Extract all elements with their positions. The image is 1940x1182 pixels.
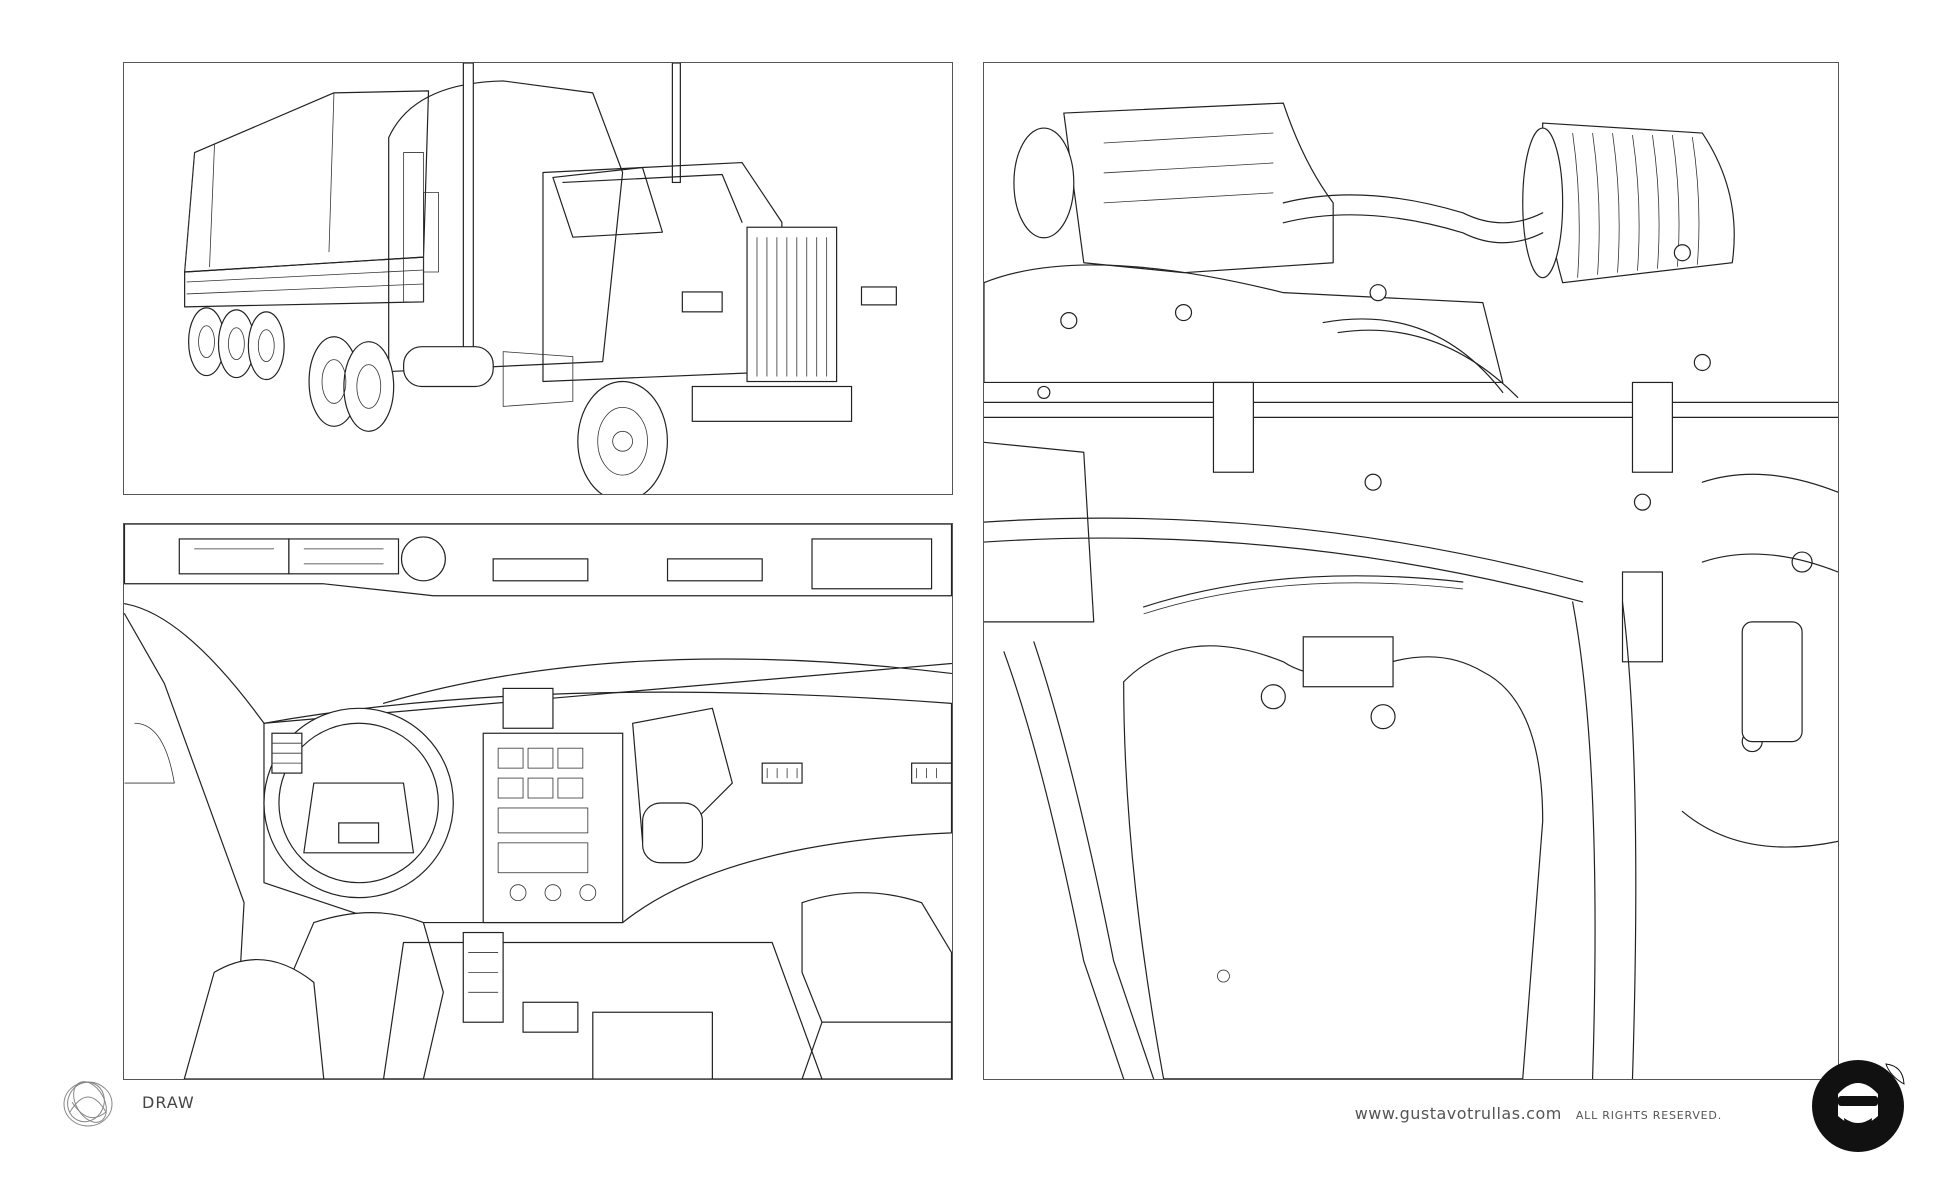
footer-credits: www.gustavotrullas.com ALL RIGHTS RESERV… [1355,1104,1722,1123]
steering-wheel [263,707,454,899]
draw-label: DRAW [142,1092,195,1112]
center-stack [482,732,624,924]
site-url-link[interactable]: www.gustavotrullas.com [1354,1104,1562,1123]
timing-cover [1123,636,1544,1079]
scribble-logo-icon [63,1081,113,1127]
passenger-seat [801,892,952,1079]
engine-line-drawing [984,102,1838,1079]
intake-hose [1522,122,1735,284]
driver-seat [183,912,444,1079]
truck-line-drawing [184,63,897,494]
engine-illustration-panel [983,62,1839,1080]
trailer-wheels [188,307,285,381]
footer-brand: DRAW [58,1072,195,1132]
cab-interior-illustration-panel [123,523,953,1080]
truck-illustration-panel [123,62,953,495]
bearded-face-sticker-icon [1812,1060,1905,1152]
front-wheel [577,380,668,494]
rights-notice: ALL RIGHTS RESERVED. [1575,1109,1722,1122]
drive-wheels [308,336,395,432]
grille [746,226,838,383]
cab-interior-line-drawing [124,524,952,1079]
